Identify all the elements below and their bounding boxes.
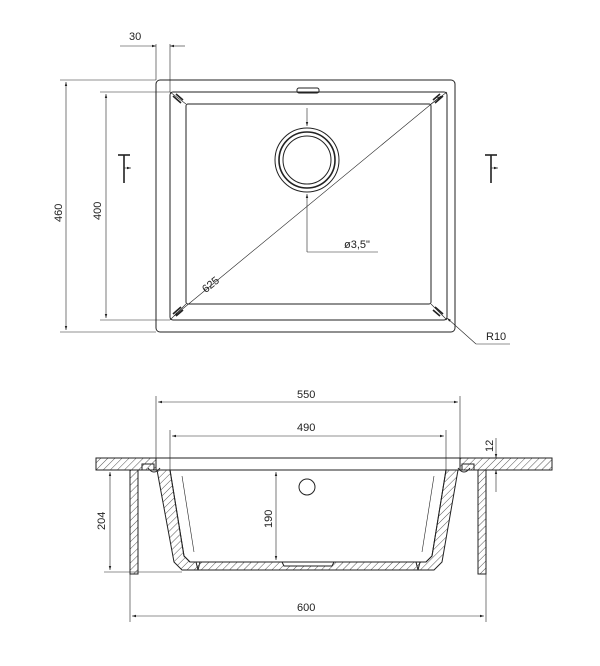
bowl-inner-edge [185, 103, 432, 305]
dim-offset-label: 30 [129, 31, 141, 43]
dim-diagonal-label: 625 [200, 275, 222, 296]
dim-drain-label: ø3,5" [344, 239, 370, 251]
sink-bottom [195, 561, 421, 571]
outer-rim [155, 79, 456, 333]
sink-body-right [415, 469, 459, 571]
dim-radius-label: R10 [486, 331, 506, 343]
bowl-outer-edge [169, 91, 448, 321]
dim-top-width-label: 550 [297, 389, 315, 401]
countertop-right [459, 457, 553, 471]
section-marker-left [118, 154, 131, 183]
dim-overall-width-label: 600 [297, 602, 315, 614]
dim-countertop-label: 12 [484, 440, 496, 452]
dim-bowl-width-label: 490 [297, 422, 315, 434]
top-view: 625 ø3,5" R10 30 460 400 [53, 31, 510, 345]
section-view: 550 490 12 204 190 600 [95, 389, 553, 622]
dim-bowl-depth-label: 190 [263, 510, 275, 528]
dim-overall-depth-label: 204 [96, 512, 108, 530]
drain-icon [274, 127, 340, 193]
dim-outer-height-label: 460 [53, 204, 65, 222]
dim-inner-height-label: 400 [92, 202, 104, 220]
overflow-hole-icon [298, 478, 316, 496]
section-marker-right [485, 154, 498, 183]
